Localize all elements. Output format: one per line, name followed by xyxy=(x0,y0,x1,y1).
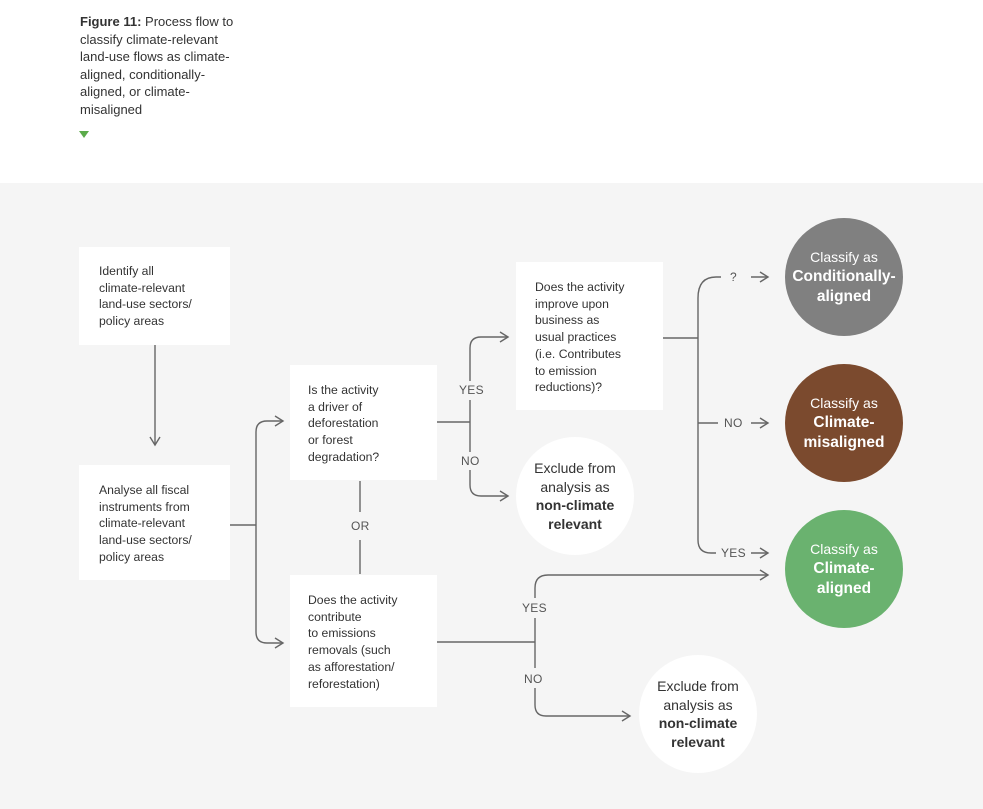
label-no-removals: NO xyxy=(524,672,543,686)
box-line: policy areas xyxy=(99,549,165,564)
figure-caption-text: Process flow to classify climate-relevan… xyxy=(80,14,234,117)
figure-label: Figure 11: xyxy=(80,14,142,29)
box-line: degradation? xyxy=(308,449,380,464)
box-line: Is the activity xyxy=(308,383,379,397)
label-no-deforestation: NO xyxy=(461,454,480,468)
connector-yes-right-curve xyxy=(697,539,716,554)
label-yes-deforestation: YES xyxy=(459,383,484,397)
box-removals-question: Does the activity contribute to emission… xyxy=(290,575,437,707)
box-line: removals (such xyxy=(308,643,391,658)
box-line: land-use sectors/ xyxy=(99,533,192,548)
outcome-conditionally-aligned: Classify as Conditionally- aligned xyxy=(785,218,903,336)
box-identify-sectors: Identify all climate-relevant land-use s… xyxy=(79,247,230,345)
label-or: OR xyxy=(351,519,370,533)
outcome-line: relevant xyxy=(671,733,725,750)
outcome-line: analysis as xyxy=(540,478,610,495)
box-line: (i.e. Contributes xyxy=(535,346,622,361)
outcome-line: non-climate xyxy=(535,497,615,513)
arrow-yes-to-aligned-bottom xyxy=(534,569,770,598)
outcome-line: Classify as xyxy=(810,395,878,411)
box-line: climate-relevant xyxy=(99,516,186,531)
box-line: usual practices xyxy=(535,330,617,345)
box-line: policy areas xyxy=(99,314,165,329)
box-line: reforestation) xyxy=(308,676,380,691)
arrow-yes-to-improve xyxy=(469,331,510,381)
box-line: business as xyxy=(535,313,600,328)
box-line: deforestation xyxy=(308,416,379,431)
outcome-line: Climate- xyxy=(813,560,875,577)
label-yes-improve: YES xyxy=(721,546,746,560)
box-line: to emission xyxy=(535,363,597,378)
outcome-exclude-non-climate-top: Exclude from analysis as non-climate rel… xyxy=(516,437,634,555)
box-line: or forest xyxy=(308,433,353,448)
outcome-line: Exclude from xyxy=(657,678,739,694)
arrow-to-deforestation xyxy=(255,415,285,525)
outcome-line: relevant xyxy=(548,515,602,532)
outcome-line: Exclude from xyxy=(534,460,616,476)
box-line: instruments from xyxy=(99,499,190,514)
outcome-line: Classify as xyxy=(810,541,878,557)
outcome-line: non-climate xyxy=(658,715,738,731)
outcome-line: aligned xyxy=(816,580,872,597)
box-improve-question: Does the activity improve upon business … xyxy=(516,262,663,410)
outcome-climate-aligned: Classify as Climate- aligned xyxy=(785,510,903,628)
box-line: to emissions xyxy=(308,626,376,641)
caption-triangle-marker xyxy=(79,131,89,138)
outcome-exclude-non-climate-bottom: Exclude from analysis as non-climate rel… xyxy=(639,655,757,773)
arrow-no-to-exclude-bottom xyxy=(534,688,632,722)
outcome-line: misaligned xyxy=(803,434,885,451)
box-line: Does the activity xyxy=(535,280,625,294)
box-analyse-instruments: Analyse all fiscal instruments from clim… xyxy=(79,465,230,580)
outcome-climate-misaligned: Classify as Climate- misaligned xyxy=(785,364,903,482)
outcome-line: Climate- xyxy=(813,414,875,431)
arrow-to-removals xyxy=(255,525,285,649)
box-line: a driver of xyxy=(308,399,363,414)
connector-question-curve xyxy=(697,276,721,299)
outcome-line: analysis as xyxy=(663,696,733,713)
label-yes-removals: YES xyxy=(522,601,547,615)
box-line: Does the activity xyxy=(308,593,398,607)
figure-caption: Figure 11: Process flow to classify clim… xyxy=(80,13,245,118)
box-line: Analyse all fiscal xyxy=(99,483,190,497)
box-line: reductions)? xyxy=(535,380,603,395)
outcome-line: aligned xyxy=(816,288,872,305)
arrow-no-to-exclude xyxy=(469,470,510,502)
box-line: contribute xyxy=(308,609,362,624)
box-line: improve upon xyxy=(535,296,609,311)
outcome-line: Conditionally- xyxy=(792,268,896,285)
box-line: as afforestation/ xyxy=(308,659,395,674)
box-line: climate-relevant xyxy=(99,280,186,295)
outcome-line: Classify as xyxy=(810,249,878,265)
box-line: Identify all xyxy=(99,264,154,278)
label-no-improve: NO xyxy=(724,416,743,430)
box-line: land-use sectors/ xyxy=(99,297,192,312)
box-deforestation-question: Is the activity a driver of deforestatio… xyxy=(290,365,437,480)
label-question-mark: ? xyxy=(730,270,737,284)
